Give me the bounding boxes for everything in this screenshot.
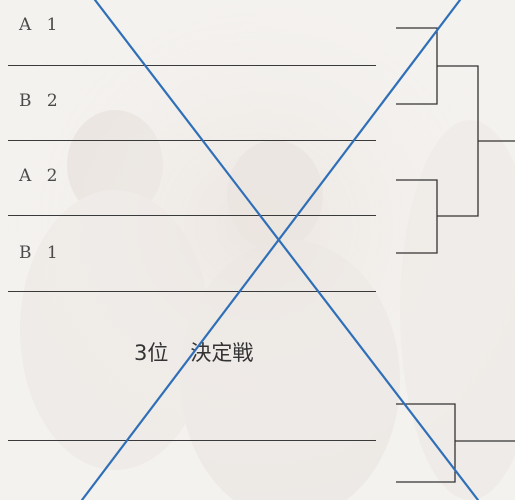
entry-b1-label: B 1 [19,243,63,263]
entry-a2-label: A 2 [19,166,63,186]
entry-b2-label: B 2 [19,91,63,111]
entry-a1-line [8,65,376,67]
entry-b1-line [8,291,376,293]
third-place-title: 3位決定戦 [134,337,253,367]
entry-a2-line [8,215,376,217]
third-place-rank: 3位 [134,341,169,365]
entry-a1-label: A 1 [19,15,63,35]
entry-b2-line [8,140,376,142]
third-place-line [8,440,376,442]
third-place-label: 決定戦 [190,341,254,365]
